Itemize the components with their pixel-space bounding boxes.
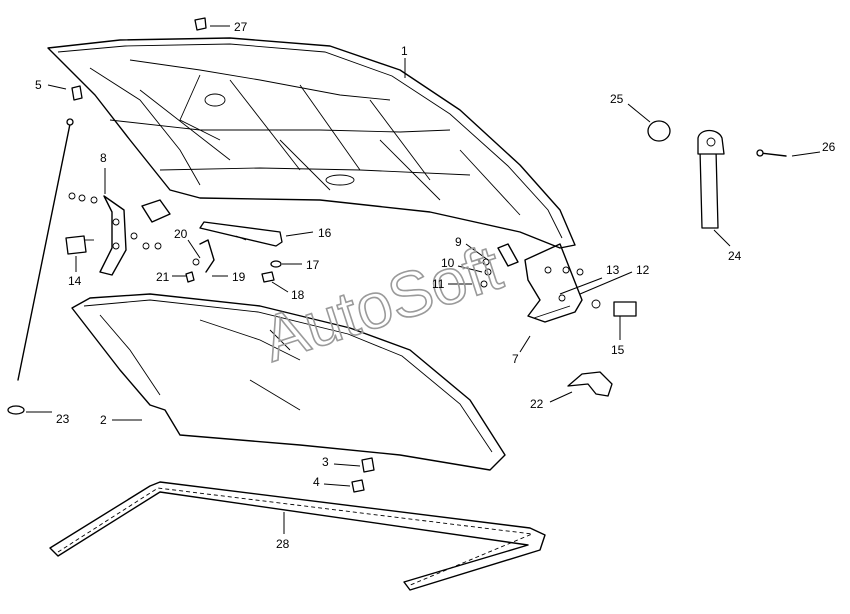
- callout-17: 17: [306, 258, 320, 272]
- callout-1: 1: [401, 44, 408, 58]
- latch-block-right: [613, 301, 637, 317]
- callout-28: 28: [276, 537, 290, 551]
- callout-25: 25: [610, 92, 624, 106]
- grommet-disc: [647, 120, 671, 142]
- callout-11: 11: [432, 277, 445, 291]
- trim-strip: [199, 221, 283, 247]
- bolts: [351, 457, 375, 493]
- latch-block-left: [65, 235, 94, 255]
- callout-10: 10: [441, 256, 455, 270]
- callout-4: 4: [313, 475, 320, 489]
- callout-16: 16: [318, 226, 332, 240]
- corner-bracket: [567, 371, 613, 397]
- rubber-bumper: [71, 85, 83, 101]
- small-clip: [194, 17, 207, 31]
- hinge-bracket-left: [68, 192, 171, 276]
- callout-2: 2: [100, 413, 107, 427]
- callout-14: 14: [68, 274, 82, 288]
- hood-pin: [756, 149, 787, 157]
- callout-26: 26: [822, 140, 836, 154]
- hood-inner-panel: [71, 293, 506, 471]
- callout-22: 22: [530, 397, 544, 411]
- callout-24: 24: [728, 249, 742, 263]
- callout-21: 21: [156, 270, 170, 284]
- callout-numbers: 27 1 5 8 14 20 21 19 16 17 18 9 10 11 13…: [35, 20, 836, 551]
- callout-7: 7: [512, 352, 519, 366]
- callout-9: 9: [455, 235, 462, 249]
- callout-20: 20: [174, 227, 188, 241]
- small-fasteners: [185, 239, 282, 283]
- hood-seal-strip: [49, 481, 546, 591]
- hood-support-rod: [7, 118, 74, 415]
- callout-13: 13: [606, 263, 620, 277]
- leader-lines: [26, 25, 821, 534]
- callout-8: 8: [100, 151, 107, 165]
- callout-23: 23: [56, 412, 70, 426]
- callout-3: 3: [322, 455, 329, 469]
- hinge-bracket-right: [480, 243, 601, 323]
- hood-panel: [47, 37, 576, 249]
- hood-prop-rod: [697, 129, 725, 229]
- callout-5: 5: [35, 78, 42, 92]
- callout-18: 18: [291, 288, 305, 302]
- callout-19: 19: [232, 270, 246, 284]
- callout-12: 12: [636, 263, 650, 277]
- callout-27: 27: [234, 20, 248, 34]
- watermark: AutoSoft: [254, 231, 510, 375]
- callout-15: 15: [611, 343, 625, 357]
